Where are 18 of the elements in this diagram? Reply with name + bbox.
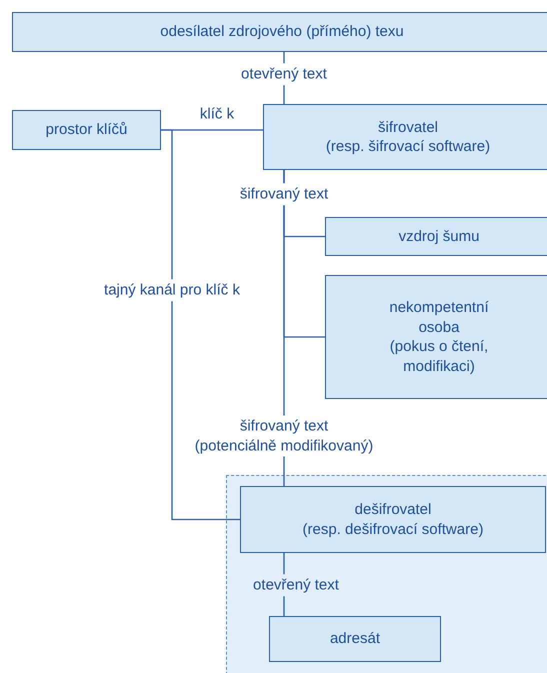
edge-label: tajný kanál pro klíč k (101, 279, 243, 301)
node-label: šifrovatel (resp. šifrovací software) (326, 118, 490, 156)
edge-label: klíč k (198, 104, 236, 124)
process-box (325, 275, 547, 399)
process-box (263, 104, 547, 170)
node-label: adresát (330, 629, 380, 649)
dashed-region (226, 475, 547, 673)
process-box (12, 12, 547, 52)
node-label: dešifrovatel (resp. dešifrovací software) (302, 500, 484, 539)
node-label: prostor klíčů (46, 120, 128, 140)
process-box (12, 110, 161, 150)
node-label: nekompetentní osoba (pokus o čtení, modifikaci) (388, 298, 490, 376)
process-box (240, 486, 546, 553)
node-label: odesílatel zdrojového (přímého) texu (160, 22, 404, 42)
process-box (269, 616, 441, 662)
process-box (325, 217, 547, 256)
connector-line (161, 129, 240, 520)
node-label: vzdroj šumu (398, 226, 480, 246)
